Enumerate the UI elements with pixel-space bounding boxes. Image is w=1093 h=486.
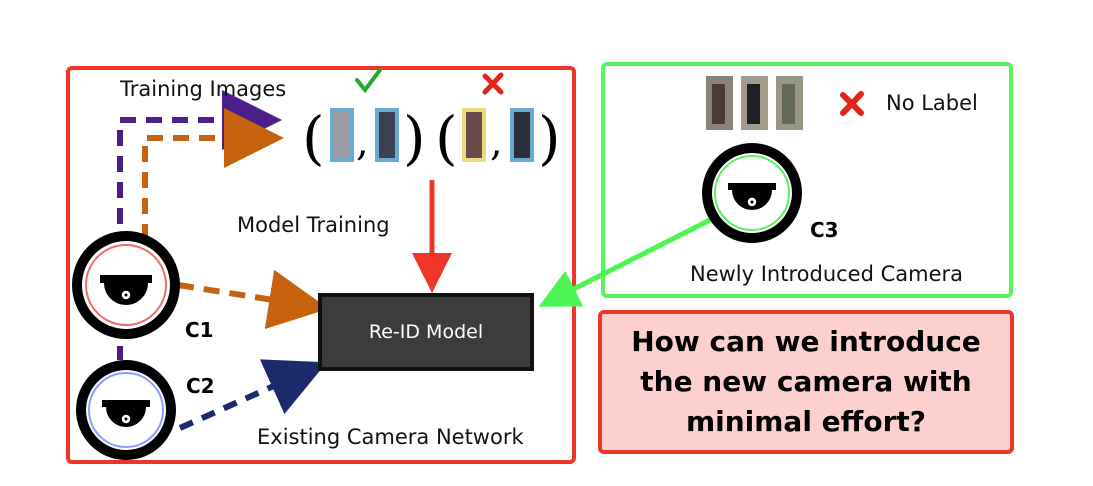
svg-text:): ) bbox=[538, 104, 561, 172]
camera-c2-label: C2 bbox=[186, 374, 215, 398]
check-icon bbox=[355, 68, 382, 94]
training-images-label: Training Images bbox=[120, 77, 287, 101]
no-label-text: No Label bbox=[886, 91, 978, 115]
svg-text:): ) bbox=[403, 104, 426, 172]
c3-to-model-arrow bbox=[538, 217, 712, 307]
model-training-label: Model Training bbox=[237, 213, 390, 237]
c1-to-model-arrow bbox=[177, 269, 329, 330]
unlabeled-images bbox=[706, 76, 803, 130]
camera-c1-label: C1 bbox=[185, 318, 214, 342]
new-camera-caption: Newly Introduced Camera bbox=[690, 262, 964, 286]
pair-separator-1: , bbox=[356, 119, 369, 165]
camera-c3-label: C3 bbox=[810, 218, 839, 242]
c1-orange-training-path bbox=[142, 108, 284, 240]
positive-image-pair: ( ) bbox=[302, 104, 426, 172]
camera-c2-icon bbox=[76, 360, 176, 460]
camera-c1-icon bbox=[72, 231, 180, 339]
reid-model-box: Re-ID Model bbox=[318, 293, 534, 371]
existing-camera-network-panel bbox=[66, 66, 576, 464]
svg-text:(: ( bbox=[302, 104, 325, 172]
new-camera-panel bbox=[601, 62, 1013, 298]
negative-image-pair: ( ) bbox=[435, 104, 561, 172]
cross-icon bbox=[482, 72, 504, 95]
reid-model-label: Re-ID Model bbox=[368, 321, 484, 343]
question-panel: How can we introduce the new camera with… bbox=[598, 310, 1014, 454]
existing-network-label: Existing Camera Network bbox=[257, 425, 524, 449]
pair-separator-2: , bbox=[490, 119, 503, 165]
question-text: How can we introduce the new camera with… bbox=[631, 325, 981, 438]
no-label-cross-icon bbox=[840, 91, 864, 116]
svg-text:(: ( bbox=[435, 104, 458, 172]
camera-c3-icon bbox=[702, 143, 802, 243]
